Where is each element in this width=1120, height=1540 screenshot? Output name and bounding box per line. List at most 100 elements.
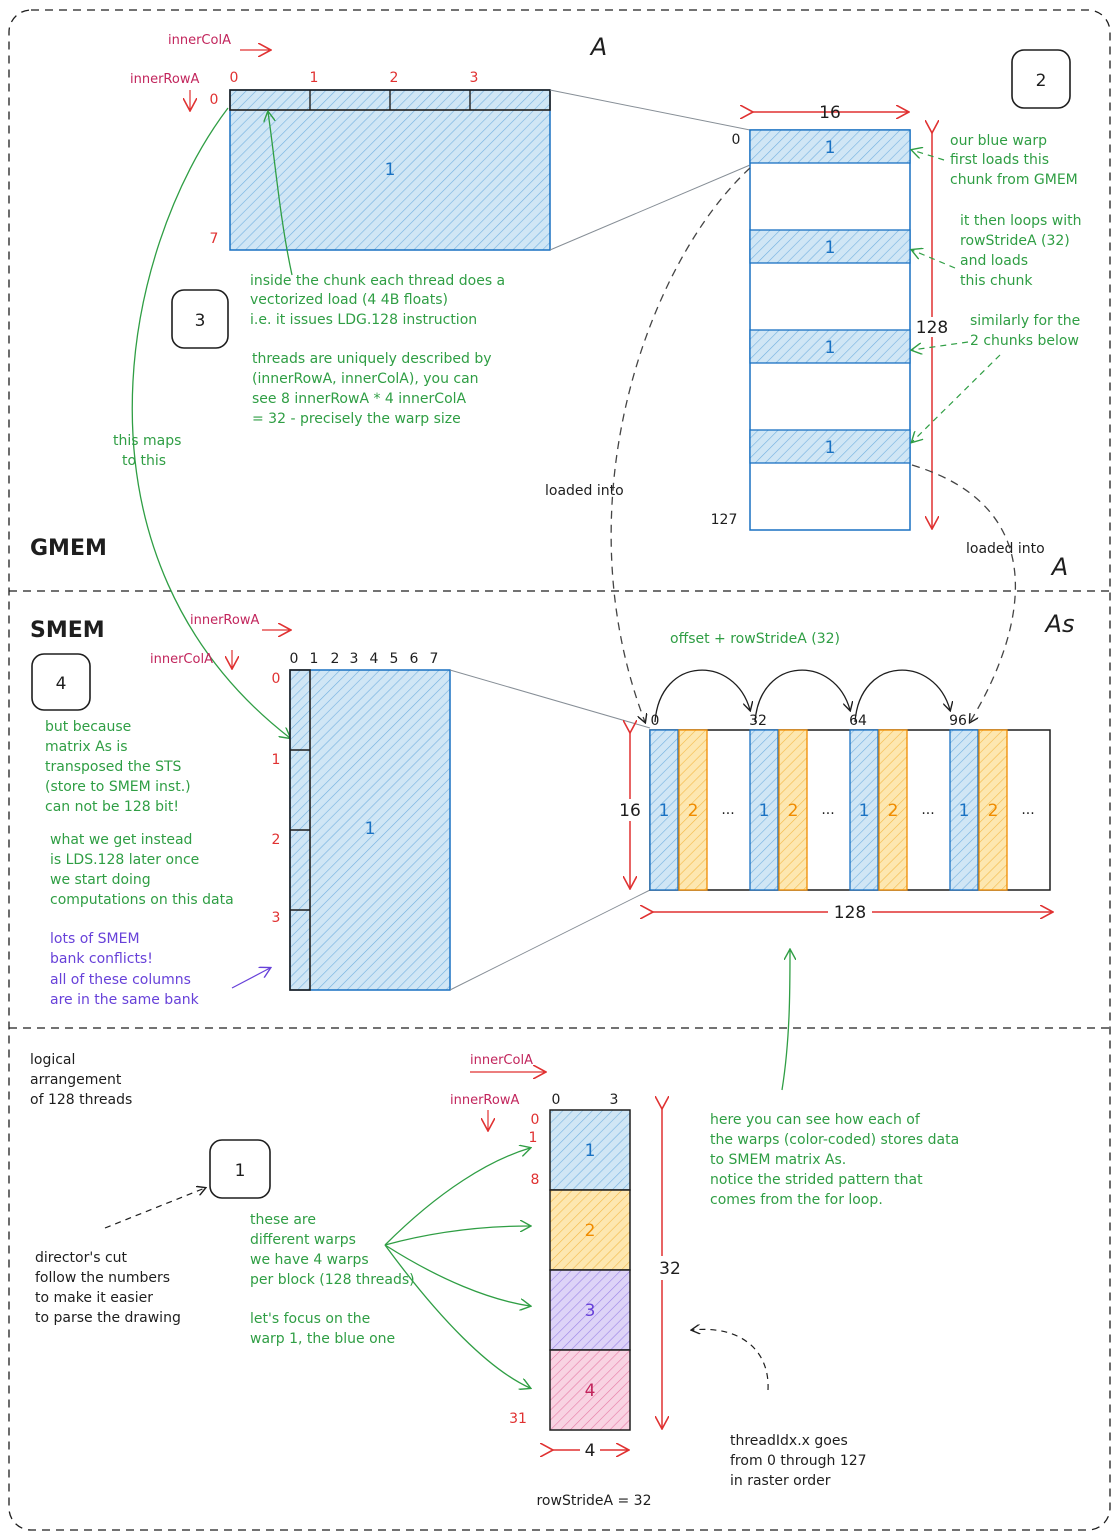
gmem-row-end: 127 bbox=[711, 512, 738, 528]
gmem-matrix bbox=[749, 129, 911, 531]
logical-line-1: logical bbox=[30, 1052, 75, 1068]
first-load-line-1: our blue warp bbox=[950, 133, 1047, 149]
transposed-line-3: transposed the STS bbox=[45, 759, 182, 775]
gmem-region-label: GMEM bbox=[30, 536, 107, 561]
threads-desc-line-1: threads are uniquely described by bbox=[252, 351, 492, 367]
as-col-tick-96: 96 bbox=[949, 713, 967, 729]
step-badge-3: 3 bbox=[171, 289, 229, 349]
bank-conflict-note: lots of SMEM bank conflicts! all of thes… bbox=[50, 931, 200, 1008]
smem-col-indices: 0 1 2 3 4 5 6 7 bbox=[290, 651, 439, 667]
strided-line-4: notice the strided pattern that bbox=[710, 1172, 923, 1188]
raster-line-3: in raster order bbox=[730, 1473, 831, 1489]
as-cell-4: 2 bbox=[788, 801, 799, 821]
lds-line-3: we start doing bbox=[50, 872, 151, 888]
transposed-line-1: but because bbox=[45, 719, 131, 735]
as-width-mask bbox=[828, 900, 872, 922]
as-cell-0: 1 bbox=[659, 801, 670, 821]
loaded-into-right-label: loaded into bbox=[966, 541, 1045, 557]
warps-note: these are different warps we have 4 warp… bbox=[250, 1212, 415, 1288]
lds-line-4: computations on this data bbox=[50, 892, 234, 908]
lds-line-2: is LDS.128 later once bbox=[50, 852, 199, 868]
smem-row-axis-label: innerRowA bbox=[190, 613, 259, 628]
tile-col-index-0: 0 bbox=[230, 70, 239, 86]
smem-col-index-1: 1 bbox=[310, 651, 319, 667]
threads-desc-line-3: see 8 innerRowA * 4 innerColA bbox=[252, 391, 467, 407]
first-load-line-2: first loads this bbox=[950, 152, 1049, 168]
similar-arrow-2 bbox=[912, 354, 1001, 442]
similar-arrow-1 bbox=[912, 341, 969, 350]
raster-arrow bbox=[692, 1329, 769, 1391]
loop-load-note: it then loops with rowStrideA (32) and l… bbox=[960, 213, 1081, 289]
smem-row-marker-3: 3 bbox=[272, 910, 281, 926]
smem-zoom-line-top bbox=[449, 669, 651, 729]
warps-line-4: per block (128 threads) bbox=[250, 1272, 415, 1288]
loop-load-line-3: and loads bbox=[960, 253, 1028, 269]
as-height-label: 16 bbox=[619, 801, 641, 821]
offset-arrow-1 bbox=[654, 669, 750, 723]
warps-line-3: we have 4 warps bbox=[250, 1252, 369, 1268]
loop-load-line-4: this chunk bbox=[960, 273, 1033, 289]
smem-col-index-4: 4 bbox=[370, 651, 379, 667]
threads-desc-note: threads are uniquely described by (inner… bbox=[252, 351, 492, 427]
transposed-line-4: (store to SMEM inst.) bbox=[45, 779, 191, 795]
gmem-chunk-4-label: 1 bbox=[825, 438, 836, 458]
raster-line-1: threadIdx.x goes bbox=[730, 1433, 848, 1449]
smem-zoom-line-bottom bbox=[449, 889, 651, 991]
step-2-label: 2 bbox=[1036, 71, 1047, 91]
strided-note: here you can see how each of the warps (… bbox=[710, 1112, 959, 1208]
smem-col-index-2: 2 bbox=[331, 651, 340, 667]
smem-col-index-6: 6 bbox=[410, 651, 419, 667]
bank-line-4: are in the same bank bbox=[50, 992, 200, 1008]
warps-line-2: different warps bbox=[250, 1232, 356, 1248]
gmem-height-mask bbox=[912, 317, 952, 337]
block-col-end: 3 bbox=[610, 1092, 619, 1108]
maps-line-1: this maps bbox=[113, 433, 181, 449]
smem-col-index-7: 7 bbox=[430, 651, 439, 667]
as-col-tick-0: 0 bbox=[651, 713, 660, 729]
bank-conflict-arrow bbox=[231, 968, 270, 989]
as-col-tick-64: 64 bbox=[849, 713, 867, 729]
block-height-mask bbox=[650, 1256, 690, 1280]
as-matrix-title: As bbox=[1044, 610, 1075, 638]
tile-row-end: 7 bbox=[210, 231, 219, 247]
maps-arrow bbox=[131, 107, 290, 738]
logical-line-2: arrangement bbox=[30, 1072, 122, 1088]
gmem-height-label: 128 bbox=[916, 318, 948, 338]
warp-3-label: 3 bbox=[585, 1301, 596, 1321]
zoom-line-top bbox=[549, 89, 751, 131]
lds-note: what we get instead is LDS.128 later onc… bbox=[50, 832, 234, 908]
warp-pointer-3 bbox=[384, 1244, 530, 1306]
as-cell-5: ... bbox=[821, 802, 834, 818]
smem-col-axis-label: innerColA bbox=[150, 652, 213, 667]
directors-line-1: director's cut bbox=[35, 1250, 128, 1266]
directors-cut-note: director's cut follow the numbers to mak… bbox=[35, 1250, 181, 1326]
focus-note: let's focus on the warp 1, the blue one bbox=[250, 1311, 395, 1347]
threads-desc-line-4: = 32 - precisely the warp size bbox=[252, 411, 461, 427]
loop-load-line-2: rowStrideA (32) bbox=[960, 233, 1070, 249]
tile-row-start: 0 bbox=[210, 92, 219, 108]
bank-line-1: lots of SMEM bbox=[50, 931, 140, 947]
warp-pointer-4 bbox=[384, 1244, 530, 1388]
warp-4-label: 4 bbox=[585, 1381, 596, 1401]
raster-line-2: from 0 through 127 bbox=[730, 1453, 867, 1469]
offset-label: offset + rowStrideA (32) bbox=[670, 631, 840, 647]
matrix-a-title: A bbox=[589, 33, 607, 61]
transposed-note: but because matrix As is transposed the … bbox=[45, 719, 191, 815]
step-3-label: 3 bbox=[195, 311, 206, 331]
tile-col-index-3: 3 bbox=[470, 70, 479, 86]
zoom-line-bottom bbox=[549, 164, 751, 251]
strided-line-2: the warps (color-coded) stores data bbox=[710, 1132, 959, 1148]
maps-line-2: to this bbox=[122, 453, 166, 469]
focus-line-1: let's focus on the bbox=[250, 1311, 370, 1327]
step-badge-4: 4 bbox=[31, 653, 91, 711]
bank-line-2: bank conflicts! bbox=[50, 951, 153, 967]
warp-pointer-2 bbox=[384, 1226, 530, 1246]
block-row-mark-1: 1 bbox=[529, 1130, 538, 1146]
first-load-note: our blue warp first loads this chunk fro… bbox=[950, 133, 1078, 188]
block-row-mark-0: 0 bbox=[531, 1112, 540, 1128]
smem-row-start: 0 bbox=[272, 671, 281, 687]
block-width-mask bbox=[580, 1440, 600, 1460]
gmem-corner-label: A bbox=[1050, 553, 1068, 581]
as-cell-7: 2 bbox=[888, 801, 899, 821]
